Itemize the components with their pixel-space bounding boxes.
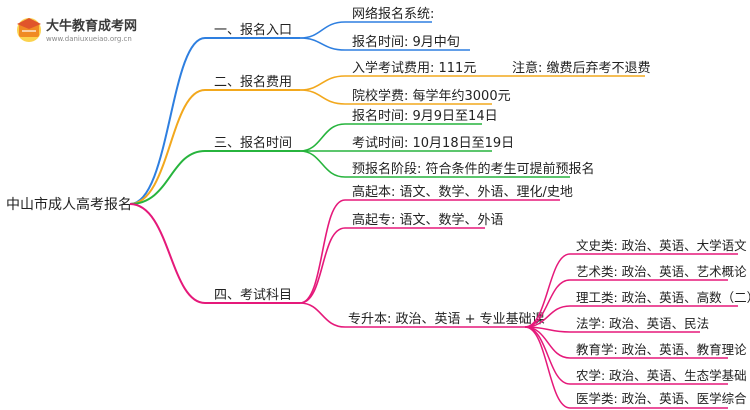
connector-root-branch-4 (129, 203, 300, 304)
b4-item-1: 高起本: 语文、数学、外语、理化/史地 (352, 184, 573, 200)
connector-b4-c1 (299, 199, 560, 304)
b3-item-1: 报名时间: 9月9日至14日 (352, 108, 498, 124)
site-logo: 大牛教育成考网 www.daniuxueiao.org.cn (17, 18, 137, 43)
connector-sub-3 (524, 305, 738, 328)
sub-item-5: 教育学: 政治、英语、教育理论 (576, 342, 747, 357)
connector-b4-c2 (299, 227, 485, 304)
b4-item-3: 专升本: 政治、英语 + 专业基础课 (348, 312, 545, 327)
b3-item-3: 预报名阶段: 符合条件的考生可提前预报名 (352, 161, 595, 177)
sub-item-4: 法学: 政治、英语、民法 (576, 316, 709, 331)
sub-item-3: 理工类: 政治、英语、高数（二） (576, 290, 750, 305)
sub-item-1: 文史类: 政治、英语、大学语文 (576, 238, 747, 253)
b1-item-1: 网络报名系统: (352, 6, 434, 22)
connector-root-branch-3 (129, 150, 300, 205)
connector-b3-c3 (299, 150, 570, 178)
graduation-cap-icon (17, 18, 41, 42)
connector-b2-c1 (299, 75, 500, 91)
connector-sub-2 (524, 279, 728, 328)
connector-b3-c1 (299, 123, 482, 152)
sub-item-6: 农学: 政治、英语、生态学基础 (576, 368, 747, 383)
b2-item-1: 入学考试费用: 111元 (352, 60, 476, 76)
connector-root-branch-2 (129, 89, 300, 205)
b1-item-2: 报名时间: 9月中旬 (352, 34, 460, 50)
b2-item-2: 院校学费: 每学年约3000元 (352, 88, 511, 104)
branch-1-label: 一、报名入口 (214, 22, 292, 38)
connector-b1-c2 (299, 37, 470, 51)
connector-b4-c3 (299, 302, 525, 328)
connector-sub-7 (524, 326, 728, 409)
connector-b1-c1 (299, 21, 432, 39)
sub-item-2: 艺术类: 政治、英语、艺术概论 (576, 264, 747, 279)
connector-root-branch-1 (129, 37, 300, 205)
sub-item-7: 医学类: 政治、英语、医学综合 (576, 391, 747, 406)
branch-3-label: 三、报名时间 (214, 135, 292, 151)
root-topic: 中山市成人高考报名 (6, 196, 132, 213)
connector-sub-5 (524, 326, 728, 359)
b2-item-1-note: 注意: 缴费后弃考不退费 (512, 60, 651, 76)
b3-item-2: 考试时间: 10月18日至19日 (352, 136, 514, 151)
b4-item-2: 高起专: 语文、数学、外语 (352, 212, 504, 228)
connector-sub-1 (524, 253, 738, 328)
logo-title: 大牛教育成考网 (46, 18, 137, 34)
logo-url: www.daniuxueiao.org.cn (46, 35, 132, 43)
branch-2-label: 二、报名费用 (214, 74, 292, 90)
connector-b2-c2 (299, 89, 492, 105)
branch-4-label: 四、考试科目 (214, 288, 292, 303)
